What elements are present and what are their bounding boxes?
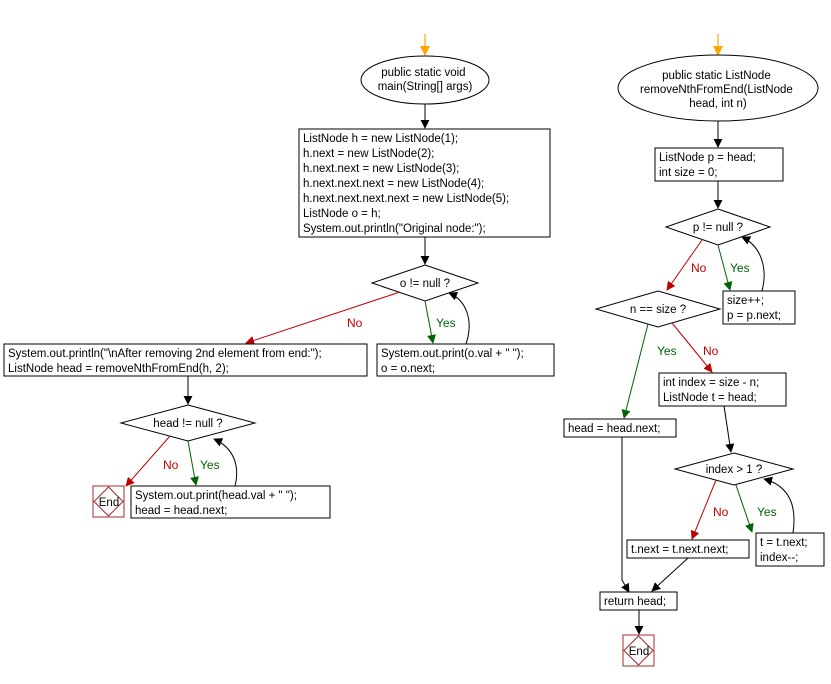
main-end-frame	[92, 485, 125, 518]
remove-check-no-edge	[671, 322, 713, 373]
main-start-text: public static void main(String[] args)	[378, 67, 473, 93]
main-loop1-no-label: No	[347, 316, 363, 330]
main-loop2-cond: head != null ?	[153, 418, 222, 430]
remove-start-text: public static ListNode removeNthFromEnd(…	[640, 70, 796, 110]
remove-index-body-box	[755, 532, 825, 567]
remove-yes-assign-text: head = head.next;	[568, 423, 660, 435]
main-loop2-no-label: No	[163, 458, 179, 472]
main-loop1-body-text: System.out.print(o.val + " "); o = o.nex…	[381, 348, 527, 375]
remove-edge-skip-to-return	[651, 557, 689, 592]
main-loop1-body-box	[376, 343, 555, 377]
remove-loop-cond: p != null ?	[693, 222, 743, 234]
main-init-text: ListNode h = new ListNode(1); h.next = n…	[303, 133, 512, 235]
remove-flow: public static ListNode removeNthFromEnd(…	[563, 34, 825, 667]
remove-check-yes-edge	[621, 323, 649, 419]
remove-edge-yes-to-return	[621, 437, 630, 593]
remove-init-box	[654, 147, 784, 182]
remove-loop-yes-label: Yes	[730, 261, 750, 275]
main-loop1-no-edge	[245, 291, 401, 345]
remove-loop-no-label: No	[691, 261, 707, 275]
remove-index-no-edge	[690, 479, 717, 540]
remove-yes-assign-box	[563, 418, 677, 438]
remove-loop-back-edge	[741, 236, 765, 292]
remove-return-text: return head;	[604, 596, 666, 608]
main-loop2-body-box	[130, 485, 331, 519]
remove-end-label: End	[629, 646, 649, 658]
main-loop2-body-text: System.out.print(head.val + " "); head =…	[135, 490, 300, 517]
remove-index-yes-label: Yes	[757, 505, 777, 519]
main-loop1-yes-label: Yes	[436, 316, 456, 330]
remove-check-cond: n == size ?	[630, 304, 686, 316]
remove-check-yes-label: Yes	[657, 344, 677, 358]
main-loop1-yes-edge	[424, 300, 436, 344]
main-loop1-back-edge	[448, 291, 470, 345]
remove-loop-no-edge	[666, 239, 703, 291]
remove-index-body-text: t = t.next; index--;	[760, 537, 811, 564]
main-remove-text: System.out.println("\nAfter removing 2nd…	[8, 348, 325, 375]
main-loop2-no-edge	[125, 435, 171, 487]
main-loop2-yes-label: Yes	[200, 458, 220, 472]
remove-edge-index-cond	[723, 405, 735, 453]
main-end-label: End	[99, 497, 119, 509]
remove-index-text: int index = size - n; ListNode t = head;	[663, 377, 762, 404]
remove-end-node: End	[622, 634, 655, 667]
remove-index-cond: index > 1 ?	[706, 464, 763, 476]
main-end-node: End	[92, 485, 125, 518]
remove-index-yes-edge	[735, 484, 754, 533]
remove-skip-assign-text: t.next = t.next.next;	[631, 544, 729, 556]
main-flow: public static void main(String[] args) L…	[3, 34, 555, 519]
remove-loop-body-box	[722, 290, 796, 325]
remove-end-diamond	[623, 635, 654, 666]
remove-loop-yes-edge	[717, 244, 733, 291]
main-loop1-cond: o != null ?	[400, 278, 450, 290]
remove-end-frame	[622, 634, 655, 667]
remove-init-text: ListNode p = head; int size = 0;	[659, 152, 759, 179]
remove-index-back-edge	[763, 476, 795, 534]
main-loop2-back-edge	[213, 438, 238, 487]
main-start-node	[360, 55, 490, 105]
main-loop2-yes-edge	[187, 440, 199, 486]
remove-check-decision	[594, 290, 722, 328]
remove-index-box	[658, 372, 787, 407]
main-init-box	[298, 128, 551, 238]
remove-index-no-label: No	[713, 505, 729, 519]
remove-check-no-label: No	[703, 344, 719, 358]
main-end-diamond	[93, 486, 124, 517]
main-remove-box	[3, 343, 368, 377]
remove-loop-body-text: size++; p = p.next;	[727, 295, 781, 322]
